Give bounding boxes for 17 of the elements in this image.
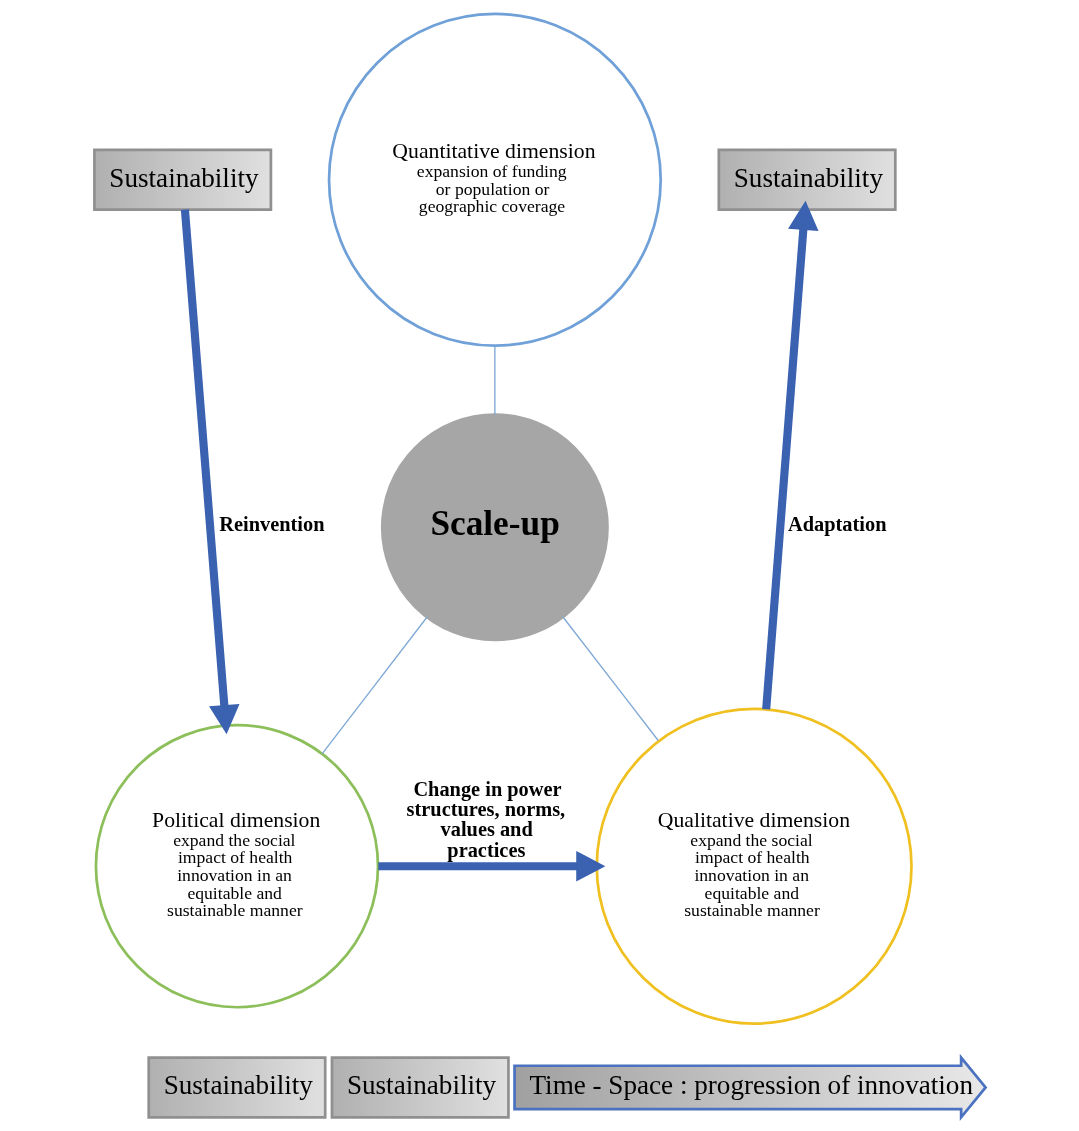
node-circle: Qualitative dimension expand the social impact of health innovation in an equitable and sustainable manner <box>594 707 913 1025</box>
node-circle: Quantitative dimension expansion of funding or population or geographic coverage <box>327 12 662 347</box>
arrow <box>180 209 239 735</box>
edge-label: Adaptation <box>787 512 886 535</box>
connector <box>561 616 659 742</box>
node-box: Sustainability <box>330 1056 510 1119</box>
node-circle: Political dimension expand the social impact of health innovation in an equitable and sustainable manner <box>94 723 379 1009</box>
connector <box>321 616 428 755</box>
edge-label: Change in power structures, norms, values and practices <box>406 777 565 861</box>
node-box: Sustainability <box>146 1056 327 1119</box>
connector <box>493 345 496 416</box>
node-box: Sustainability <box>92 148 272 211</box>
node-box: Sustainability <box>717 148 897 211</box>
arrow <box>761 200 819 710</box>
edge-label: Reinvention <box>218 512 325 535</box>
arrow <box>377 850 605 882</box>
node-circle: Scale-up <box>380 413 609 642</box>
